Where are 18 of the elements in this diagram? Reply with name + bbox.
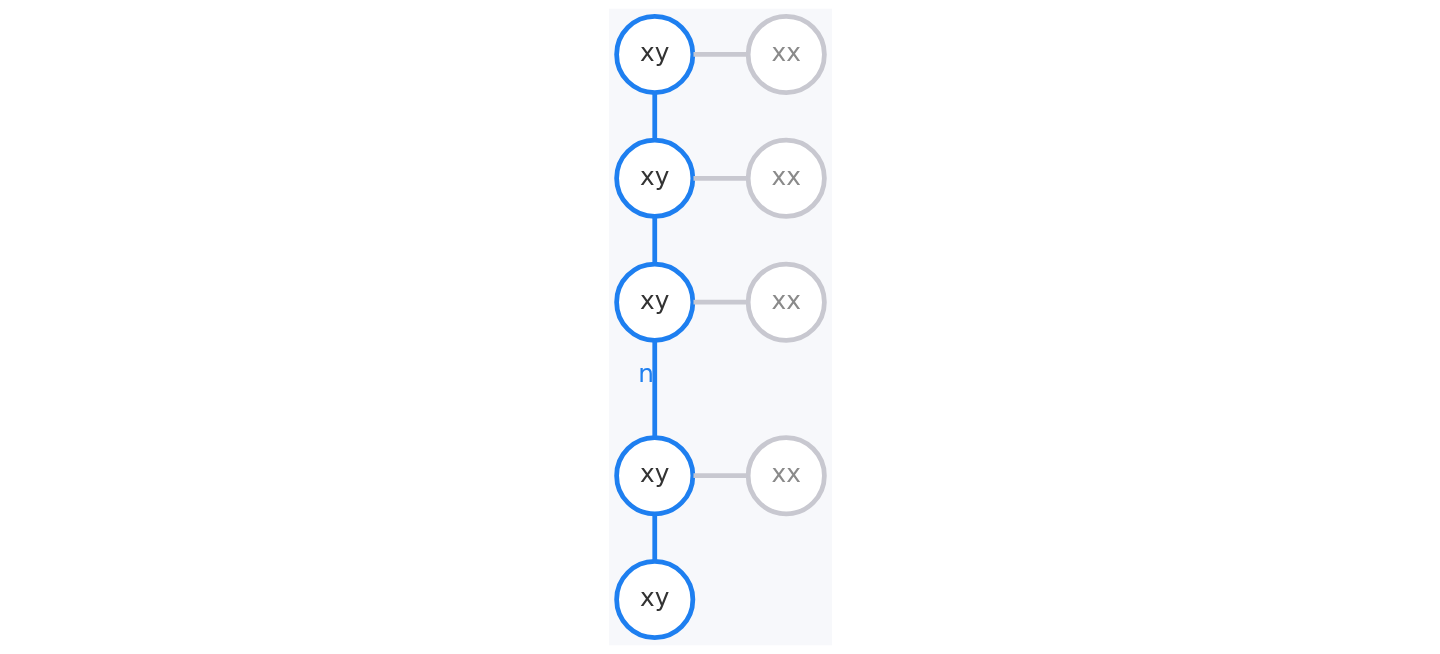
node-circle: xy [613,559,695,641]
connector [651,216,657,264]
connector [693,52,747,57]
node-circle: xx [745,13,827,95]
edge-label: n [637,359,654,389]
node-circle: xy [613,137,695,219]
connector [693,175,747,181]
connector [693,299,747,305]
connector [651,514,657,561]
node-circle: xy [613,13,695,95]
node-circle: xx [745,435,827,517]
connector [693,473,747,479]
node-circle: xy [613,435,695,517]
node-circle: xx [745,261,827,343]
connector [651,92,657,140]
node-circle: xx [745,137,827,219]
node-circle: xy [613,261,695,343]
connector [651,340,657,438]
